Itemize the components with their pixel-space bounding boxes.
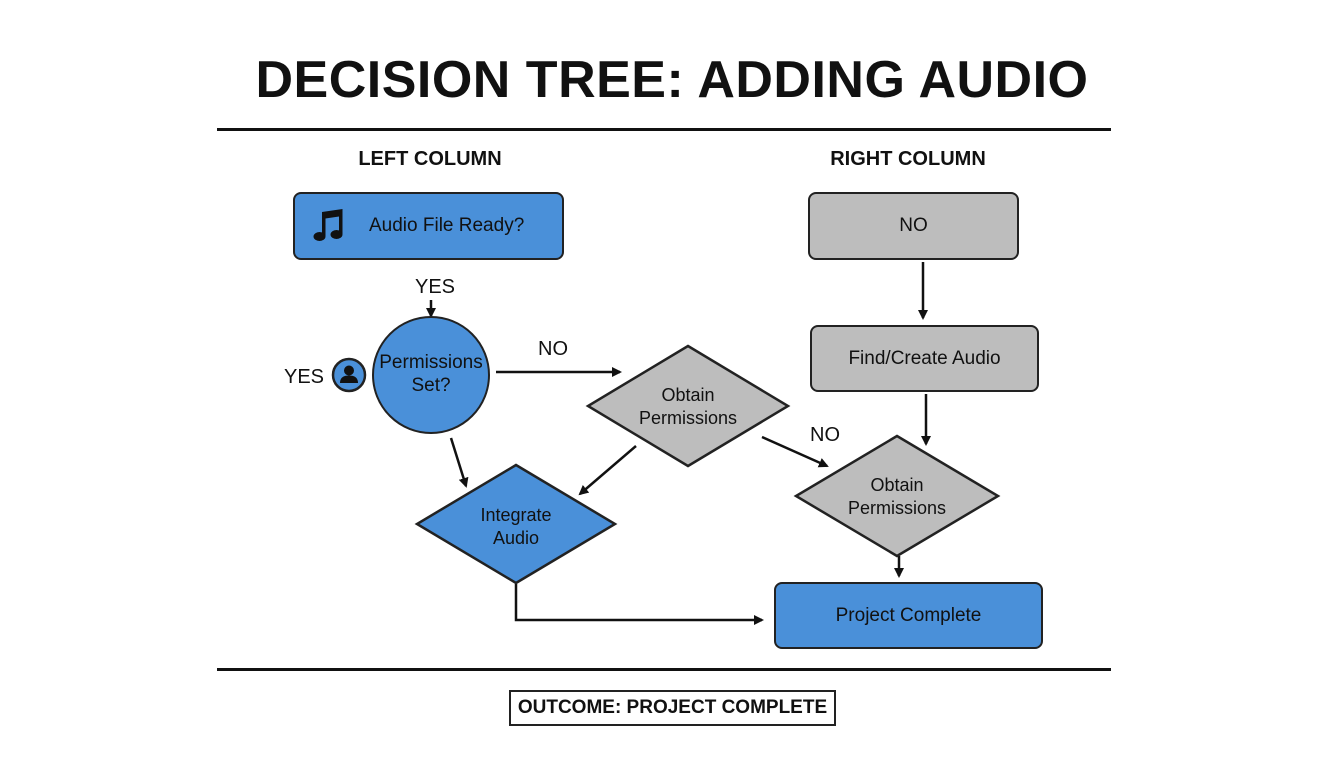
integrate-line1: Integrate [480, 505, 552, 525]
obtain-right-line1: Obtain [870, 475, 924, 495]
permissions-set-line1: Permissions [379, 352, 483, 374]
top-divider [217, 128, 1111, 131]
permissions-set-circle: Permissions Set? [372, 316, 490, 434]
integrate-line2: Audio [492, 528, 540, 549]
arrow-obtain-to-integrate [578, 445, 637, 496]
arrow-obtain-to-obtain-right [761, 435, 829, 468]
obtain-permissions-left-diamond [585, 344, 791, 468]
no-label-middle: NO [538, 338, 568, 360]
no-box-label: NO [899, 215, 928, 236]
find-create-audio-box: Find/Create Audio [810, 325, 1039, 392]
right-column-heading: RIGHT COLUMN [830, 148, 986, 170]
no-box: NO [808, 192, 1019, 260]
outcome-box: OUTCOME: PROJECT COMPLETE [509, 690, 836, 726]
music-note-icon [313, 208, 347, 244]
obtain-left-line2: Permissions [638, 408, 738, 429]
project-complete-box: Project Complete [774, 582, 1043, 649]
obtain-right-line2: Permissions [847, 498, 947, 519]
no-label-right: NO [810, 424, 840, 446]
audio-file-ready-box: Audio File Ready? [293, 192, 564, 260]
left-column-heading: LEFT COLUMN [358, 148, 502, 170]
obtain-permissions-left-text: Obtain Permissions [608, 384, 768, 431]
yes-label-left: YES [284, 366, 325, 388]
arrow-permissions-to-integrate [449, 437, 469, 488]
obtain-left-line1: Obtain [661, 385, 715, 405]
permissions-set-line2: Set? [411, 375, 451, 396]
obtain-permissions-right-diamond [793, 434, 1001, 558]
arrow-integrate-to-complete [514, 584, 764, 625]
project-complete-label: Project Complete [835, 604, 982, 626]
obtain-permissions-right-text: Obtain Permissions [817, 474, 977, 521]
integrate-audio-diamond [414, 463, 618, 585]
integrate-audio-text: Integrate Audio [436, 504, 596, 551]
audio-file-ready-label: Audio File Ready? [369, 215, 525, 236]
yes-label-top: YES [415, 276, 456, 298]
bottom-divider [217, 668, 1111, 671]
outcome-label: OUTCOME: PROJECT COMPLETE [517, 697, 828, 718]
page-title: DECISION TREE: ADDING AUDIO [255, 51, 1089, 109]
person-icon [331, 357, 367, 393]
find-create-label: Find/Create Audio [848, 347, 1001, 369]
